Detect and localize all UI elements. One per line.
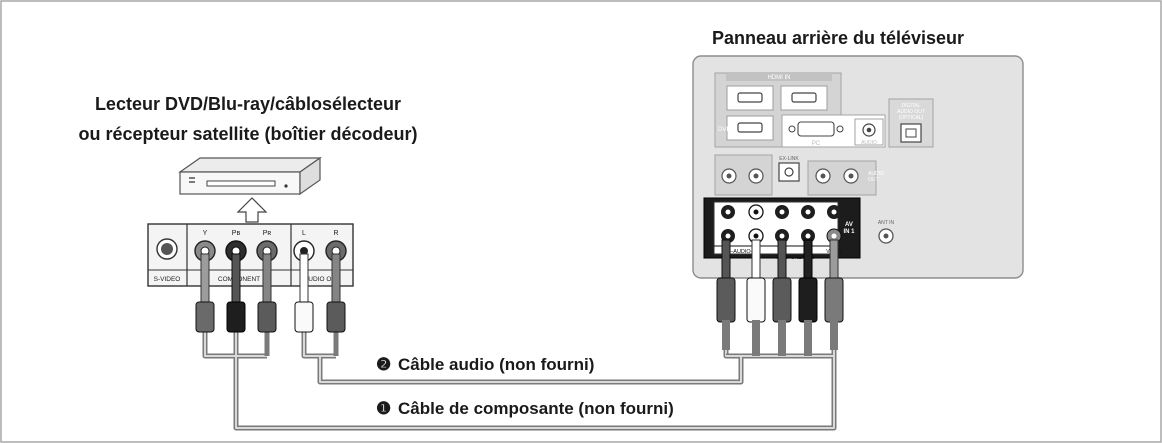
source-title-line-1: Lecteur DVD/Blu-ray/câblosélecteur <box>95 94 401 114</box>
component-in-label: COMPONENT IN <box>776 255 815 261</box>
up-arrow-icon <box>236 197 268 223</box>
hdmi-in-label: HDMI IN <box>768 75 791 81</box>
audio-out-tv-1: AUDIO <box>868 171 884 177</box>
audio-cable-number: ❷ <box>376 355 391 374</box>
audio-cable-label: Câble audio (non fourni) <box>398 355 594 374</box>
jack-label-y: Y <box>203 230 208 237</box>
component-cable-label: Câble de composante (non fourni) <box>398 399 674 418</box>
digital-label-1: DIGITAL <box>901 103 920 109</box>
ant-in-label: ANT IN <box>878 220 895 226</box>
dvd-player-icon <box>178 156 322 196</box>
ex-link-label: EX-LINK <box>779 156 799 162</box>
pc-audio-label: AUDIO <box>861 140 877 146</box>
av-in-label-2: IN 1 <box>843 229 855 235</box>
av-in-label-1: AV <box>845 222 853 228</box>
tv-panel-title: Panneau arrière du téléviseur <box>712 28 964 48</box>
row-audio-label: —AUDIO— <box>728 249 757 255</box>
source-connector-panel: Y Pʙ Pʀ L R S-VIDEO COMPONENT AUDIO OUT <box>147 223 354 287</box>
dvi-label: DVI <box>718 127 728 133</box>
jack-label-l: L <box>302 230 306 237</box>
source-plugs <box>195 253 346 333</box>
audio-out-label: AUDIO OUT <box>304 276 340 283</box>
component-cable-number: ❶ <box>376 399 391 418</box>
source-title-line-2: ou récepteur satellite (boîtier décodeur… <box>78 124 417 144</box>
svideo-label: S-VIDEO <box>154 276 181 283</box>
audio-out-tv-2: OUT <box>868 177 879 183</box>
pc-label: PC <box>812 141 821 147</box>
jack-label-pr: Pʀ <box>263 230 272 237</box>
digital-label-3: (OPTICAL) <box>899 115 924 121</box>
jack-label-r: R <box>333 230 338 237</box>
jack-label-pb: Pʙ <box>232 230 241 237</box>
digital-label-2: AUDIO OUT <box>897 109 925 115</box>
tv-plugs <box>716 239 844 356</box>
tv-back-panel: HDMI IN DVI PC AUDIO DIGITAL AUDIO OUT (… <box>692 55 1024 279</box>
